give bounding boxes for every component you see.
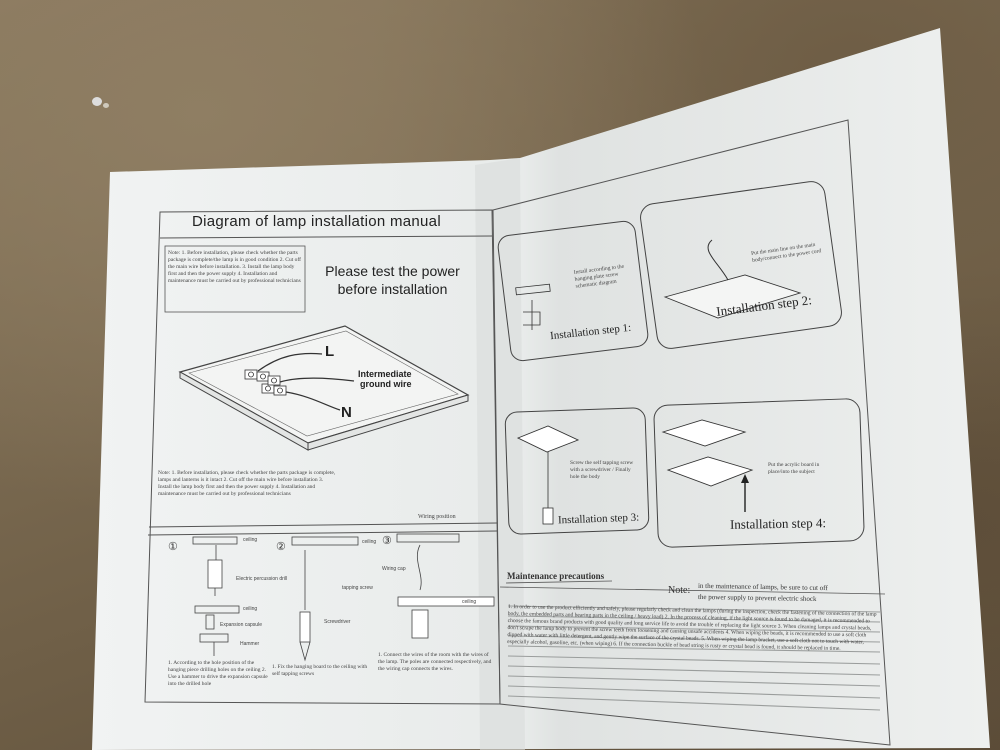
step1-caption: 1. According to the hole position of the… bbox=[168, 660, 268, 687]
ceiling-label-1: ceiling bbox=[243, 537, 258, 543]
step4-note: Put the acrylic board in place/into the … bbox=[768, 462, 820, 475]
note-label: Note: bbox=[668, 585, 691, 596]
circle-1: ① bbox=[168, 541, 178, 553]
manual-title: Diagram of lamp installation manual bbox=[192, 213, 441, 230]
test-power-line2: before installation bbox=[337, 281, 448, 297]
terminal-blocks bbox=[244, 369, 287, 396]
lower-note-text: Note: 1. Before installation, please che… bbox=[158, 470, 336, 497]
step2-caption: 1. Fix the hanging board to the ceiling … bbox=[272, 664, 368, 677]
label-ground-line2: ground wire bbox=[360, 379, 412, 389]
debris-speck bbox=[92, 97, 102, 106]
ceiling-label-3: ceiling bbox=[243, 606, 258, 612]
screwdriver-label: Screwdriver bbox=[324, 619, 351, 625]
ceiling-label-2: ceiling bbox=[362, 539, 377, 545]
expansion-capsule-label: Expansion capsule bbox=[220, 622, 262, 628]
installation-step-4: Installation step 4: bbox=[729, 515, 827, 532]
tapping-screw-label: tapping screw bbox=[342, 585, 373, 591]
note-box-text: Note: 1. Before installation, please che… bbox=[168, 250, 301, 284]
maintenance-text: 1. In order to use the product efficient… bbox=[507, 604, 877, 652]
step3-note: Screw the self tapping screw with a scre… bbox=[570, 460, 634, 480]
step3-caption: 1. Connect the wires of the room with th… bbox=[378, 652, 492, 672]
label-n: N bbox=[341, 404, 352, 421]
label-l: L bbox=[325, 343, 335, 360]
maintenance-title: Maintenance precautions bbox=[507, 571, 605, 581]
test-power-line1: Please test the power bbox=[325, 263, 460, 279]
label-ground-line1: Intermediate bbox=[358, 369, 412, 379]
drill-label: Electric percussion drill bbox=[236, 576, 288, 582]
hammer-label: Hammer bbox=[240, 641, 260, 647]
debris-speck bbox=[103, 103, 109, 108]
circle-2: ② bbox=[276, 541, 286, 553]
circle-3: ③ bbox=[382, 535, 392, 547]
wiring-position-label: Wiring position bbox=[418, 514, 456, 520]
wiring-cap-label: Wiring cap bbox=[382, 566, 406, 572]
ceiling-label-4: ceiling bbox=[462, 599, 477, 605]
